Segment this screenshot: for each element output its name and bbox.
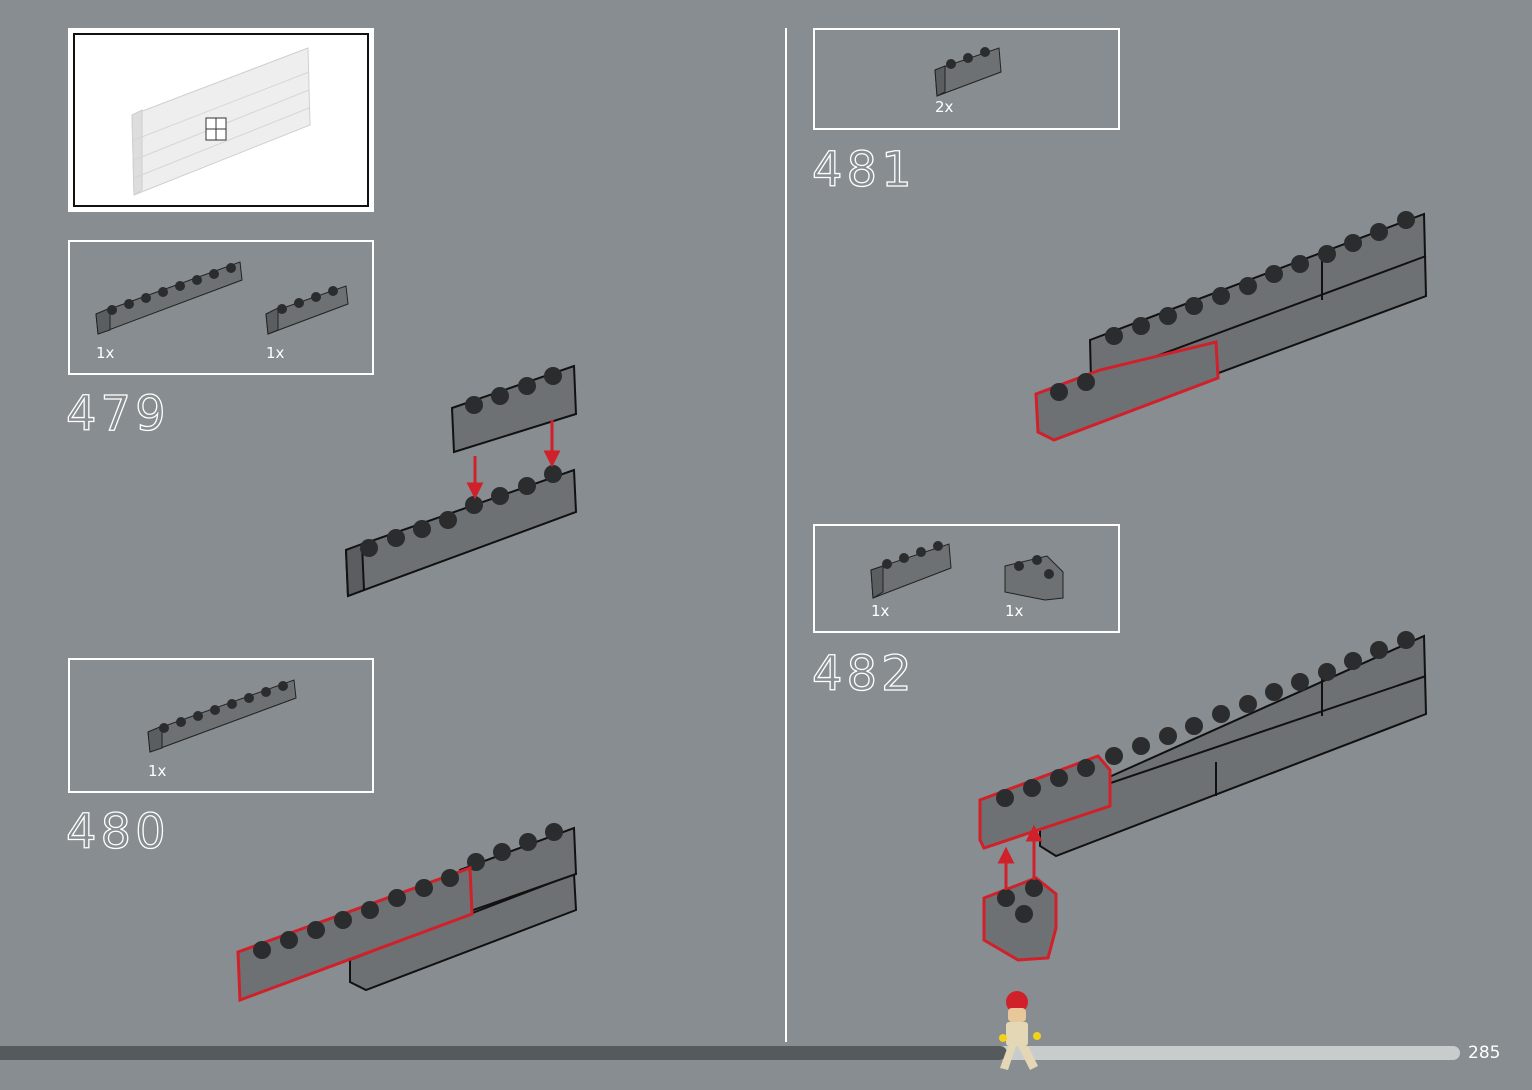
page-number: 285 [1468, 1043, 1500, 1063]
progress-bar [0, 1046, 1460, 1060]
page-divider [785, 28, 787, 1042]
step-481-assembly [1036, 211, 1426, 440]
step-479-assembly [346, 366, 576, 596]
progress-fill [0, 1046, 1007, 1060]
step-482-assembly [980, 631, 1426, 960]
step-480-assembly [238, 823, 576, 1000]
